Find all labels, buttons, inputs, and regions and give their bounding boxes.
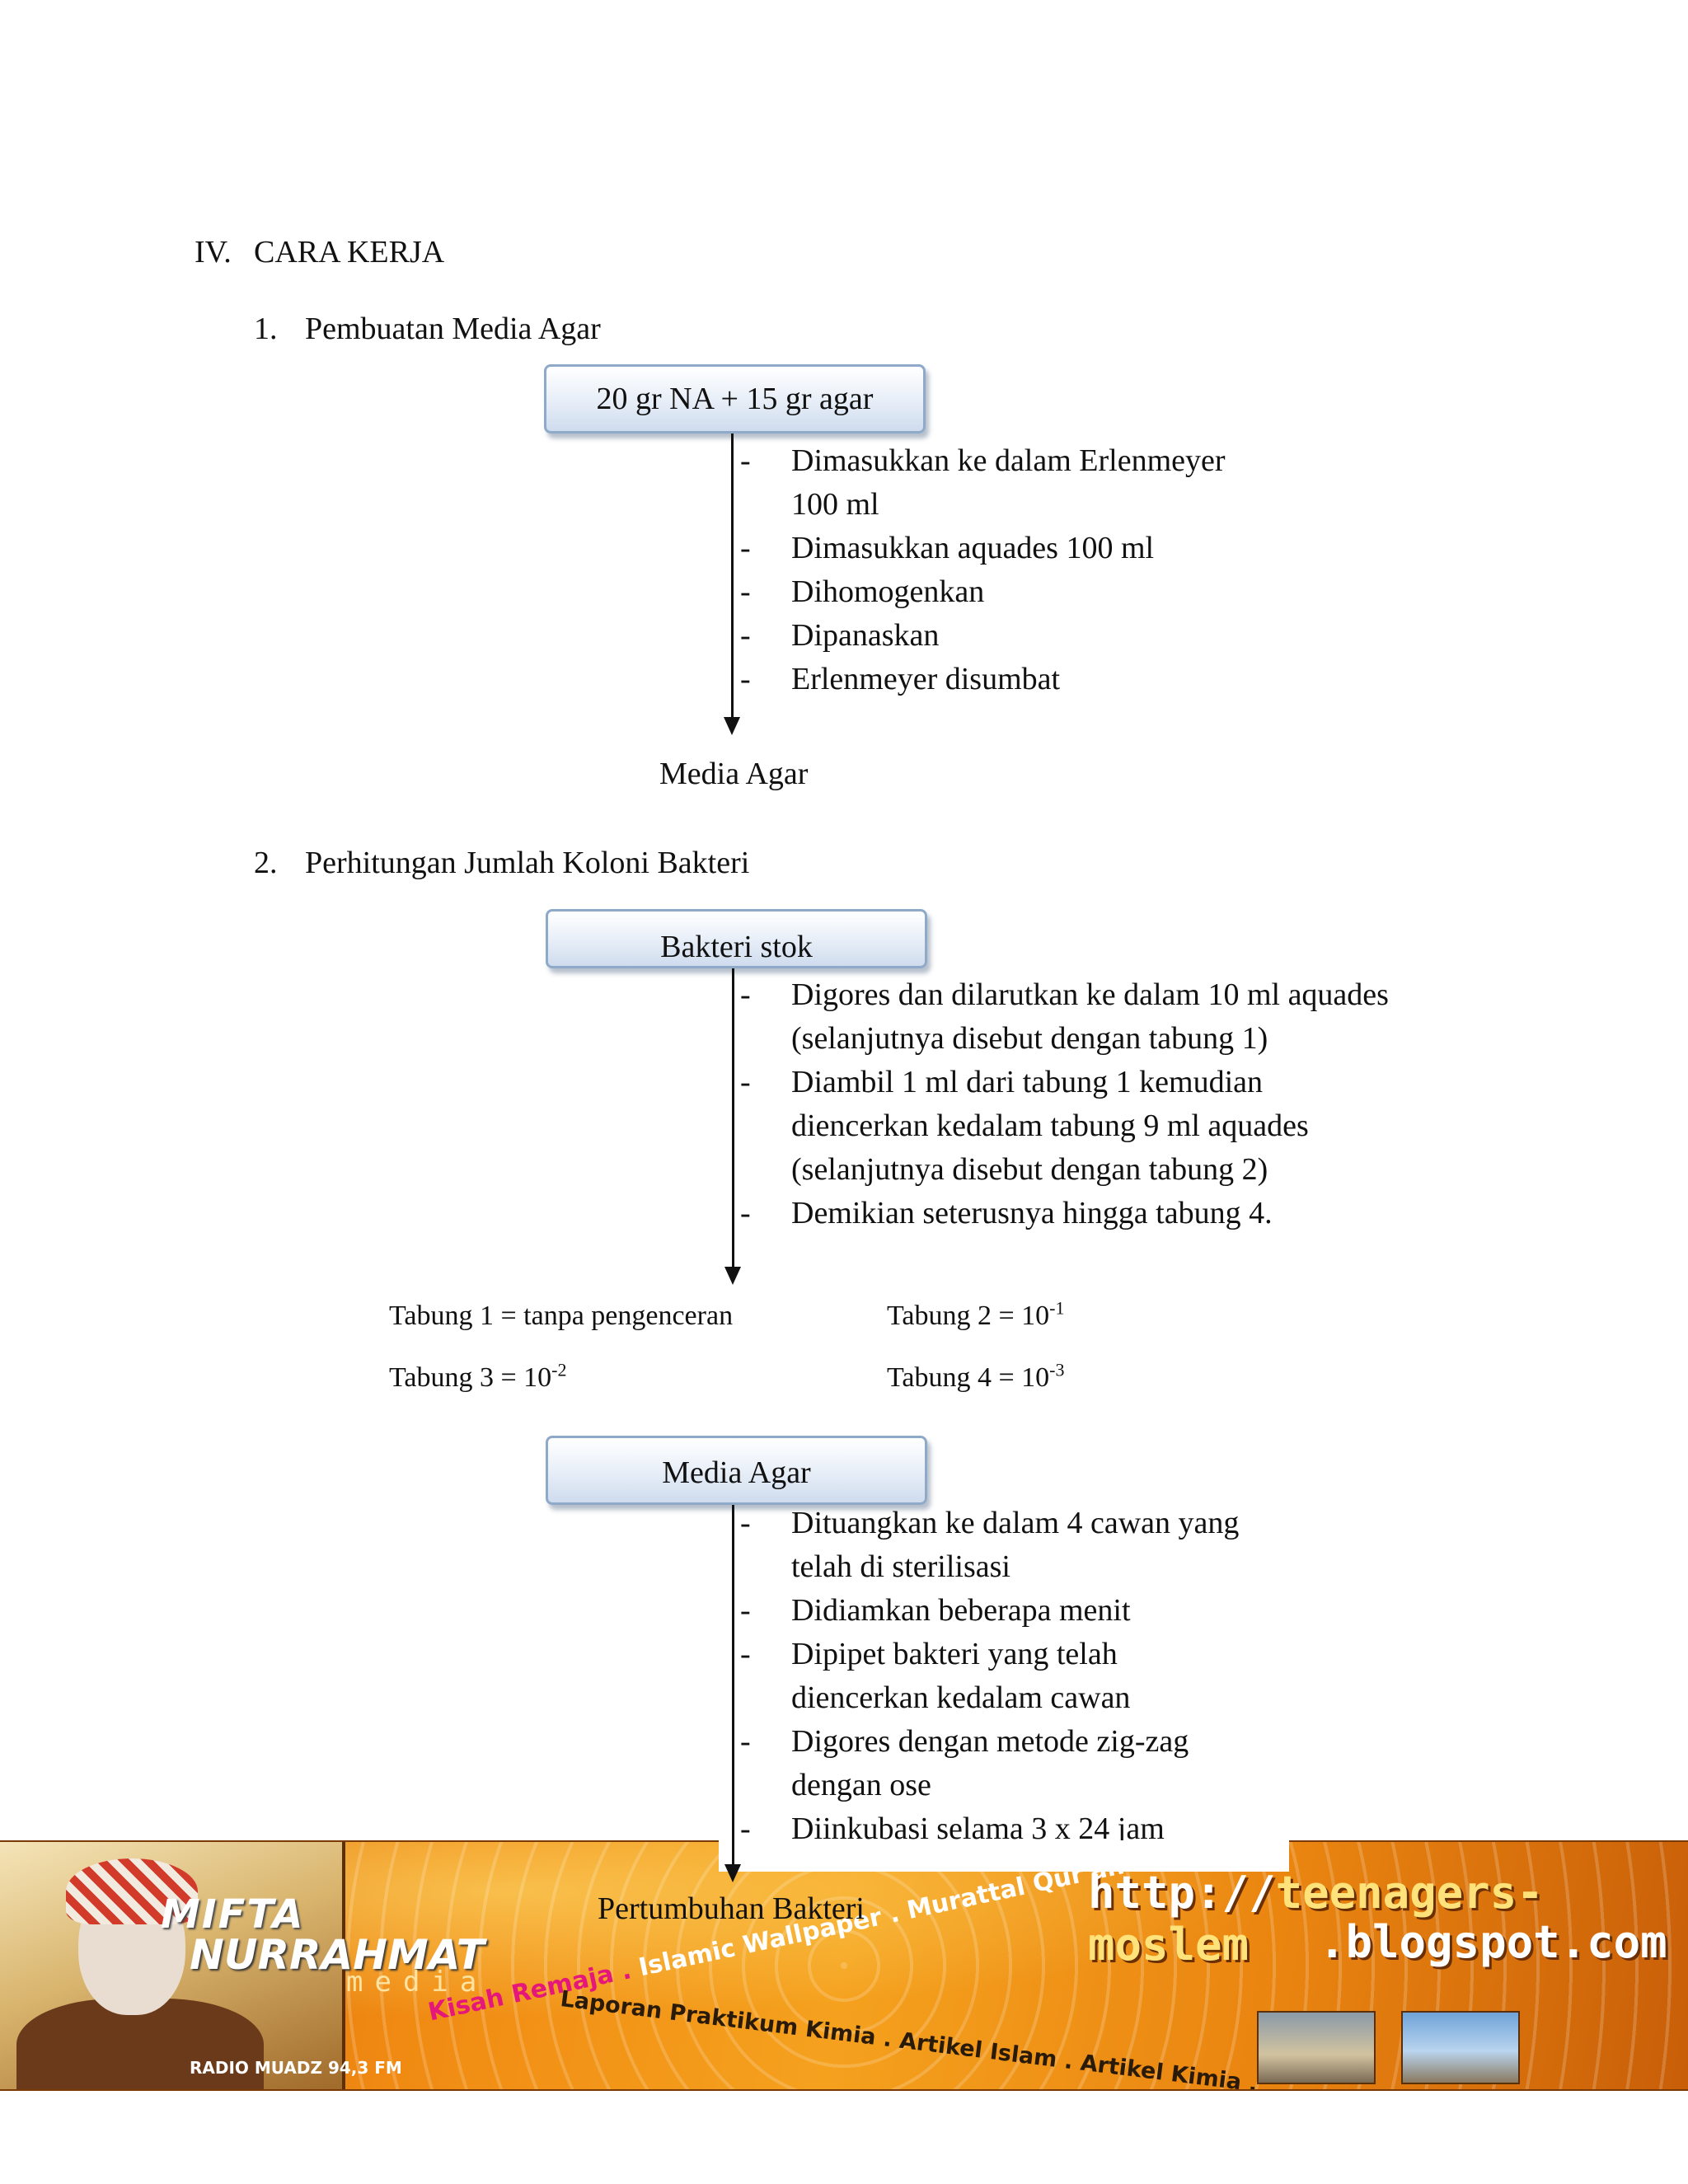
sub2-steps: - Digores dan dilarutkan ke dalam 10 ml a…: [740, 973, 1389, 1235]
tube-4-label: Tabung 4 = 10-3: [887, 1361, 1065, 1394]
tube-2-base: Tabung 2 = 10: [887, 1301, 1050, 1331]
flow-arrow-2: [724, 1267, 741, 1285]
step-item: - Digores dan dilarutkan ke dalam 10 ml a…: [740, 973, 1389, 1061]
step-item: - Dipanaskan: [740, 614, 1226, 658]
tube-2-label: Tabung 2 = 10-1: [887, 1297, 1065, 1333]
logo-media: media: [346, 1966, 489, 1999]
step-text: Dituangkan ke dalam 4 cawan yang telah d…: [791, 1506, 1240, 1584]
step-dash: -: [740, 1724, 751, 1759]
radio-logo: RADIO MUADZ 94,3 FM: [190, 2058, 402, 2078]
tube-3-base: Tabung 3 = 10: [389, 1362, 552, 1393]
start-box-na-agar: 20 gr NA + 15 gr agar: [544, 364, 926, 434]
sub2-steps2: - Dituangkan ke dalam 4 cawan yang telah …: [740, 1502, 1239, 1851]
tube-3-label: Tabung 3 = 10-2: [389, 1361, 567, 1394]
tube-4-exponent: -3: [1049, 1359, 1065, 1380]
tube-2-exponent: -1: [1049, 1297, 1065, 1319]
step-dash: -: [740, 662, 751, 696]
step-dash: -: [740, 977, 751, 1012]
step-dash: -: [740, 1593, 751, 1628]
step-dash: -: [740, 1811, 751, 1846]
step-dash: -: [740, 1065, 751, 1099]
banner-gap: [719, 1840, 1289, 1872]
flow-line-3-tail: [732, 1840, 734, 1865]
flow-arrow-1: [724, 717, 740, 735]
step-item: - Demikian seterusnya hingga tabung 4.: [740, 1192, 1389, 1235]
step-dash: -: [740, 1637, 751, 1671]
step-text: Didiamkan beberapa menit: [791, 1593, 1131, 1628]
step-item: - Didiamkan beberapa menit: [740, 1589, 1239, 1633]
step-dash: -: [740, 1506, 751, 1540]
url-host: teenagers-moslem: [1088, 1867, 1544, 1971]
kaaba-thumbnail: [1257, 2011, 1376, 2084]
tube-3-exponent: -2: [551, 1359, 567, 1380]
mosque-thumbnail: [1401, 2011, 1520, 2084]
section-number: IV.: [195, 235, 232, 269]
second-box-media-agar: Media Agar: [546, 1436, 927, 1505]
sub2-title: Perhitungan Jumlah Koloni Bakteri: [305, 846, 750, 880]
section-title: CARA KERJA: [254, 235, 445, 269]
flow-line-3: [732, 1505, 734, 1868]
step-item: - Digores dengan metode zig-zag dengan os…: [740, 1720, 1239, 1807]
step-item: - Erlenmeyer disumbat: [740, 658, 1226, 701]
figure-turban: [66, 1858, 198, 1924]
sub1-title: Pembuatan Media Agar: [305, 312, 601, 346]
tube-4-base: Tabung 4 = 10: [887, 1362, 1050, 1393]
sub2-result: Pertumbuhan Bakteri: [598, 1891, 865, 1926]
logo-mifta: MIFTA: [161, 1891, 305, 1938]
sub1-number: 1.: [254, 312, 278, 346]
sub1-result: Media Agar: [659, 757, 809, 791]
blog-banner[interactable]: MIFTA NURRAHMAT media RADIO MUADZ 94,3 F…: [0, 1840, 1688, 2091]
step-text: Dihomogenkan: [791, 574, 985, 609]
step-item: - Dimasukkan aquades 100 ml: [740, 527, 1226, 570]
flow-arrow-3: [724, 1864, 741, 1882]
step-dash: -: [740, 1196, 751, 1230]
step-text: Demikian seterusnya hingga tabung 4.: [791, 1196, 1273, 1230]
url-prefix: http://: [1088, 1867, 1276, 1919]
step-dash: -: [740, 443, 751, 478]
step-text: Erlenmeyer disumbat: [791, 662, 1061, 696]
step-item: - Diambil 1 ml dari tabung 1 kemudian die…: [740, 1061, 1389, 1192]
step-text: Dimasukkan aquades 100 ml: [791, 531, 1155, 565]
banner-url-line2[interactable]: .blogspot.com: [1319, 1916, 1667, 1968]
banner-photo: [0, 1842, 345, 2089]
step-text: Digores dengan metode zig-zag dengan ose: [791, 1724, 1189, 1802]
start-box-bakteri-stok: Bakteri stok: [546, 909, 927, 968]
step-dash: -: [740, 531, 751, 565]
banner-url-line1[interactable]: http://teenagers-moslem: [1088, 1867, 1688, 1971]
step-text: Dimasukkan ke dalam Erlenmeyer 100 ml: [791, 443, 1226, 522]
step-item: - Dituangkan ke dalam 4 cawan yang telah …: [740, 1502, 1239, 1589]
step-text: Diambil 1 ml dari tabung 1 kemudian dien…: [791, 1065, 1309, 1187]
step-item: - Dimasukkan ke dalam Erlenmeyer 100 ml: [740, 439, 1226, 527]
tube-1-label: Tabung 1 = tanpa pengenceran: [389, 1301, 734, 1331]
step-item: - Dihomogenkan: [740, 570, 1226, 614]
step-text: Dipanaskan: [791, 618, 940, 653]
step-text: Dipipet bakteri yang telah diencerkan ke…: [791, 1637, 1131, 1715]
step-dash: -: [740, 574, 751, 609]
logo-nurrahmat: NURRAHMAT: [190, 1931, 485, 1979]
sub2-number: 2.: [254, 846, 278, 880]
sub1-steps: - Dimasukkan ke dalam Erlenmeyer 100 ml -…: [740, 439, 1226, 701]
step-dash: -: [740, 618, 751, 653]
flow-line-2: [732, 968, 734, 1267]
flow-line-1: [731, 434, 734, 717]
step-item: - Dipipet bakteri yang telah diencerkan k…: [740, 1633, 1239, 1720]
step-text: Digores dan dilarutkan ke dalam 10 ml aq…: [791, 977, 1389, 1056]
